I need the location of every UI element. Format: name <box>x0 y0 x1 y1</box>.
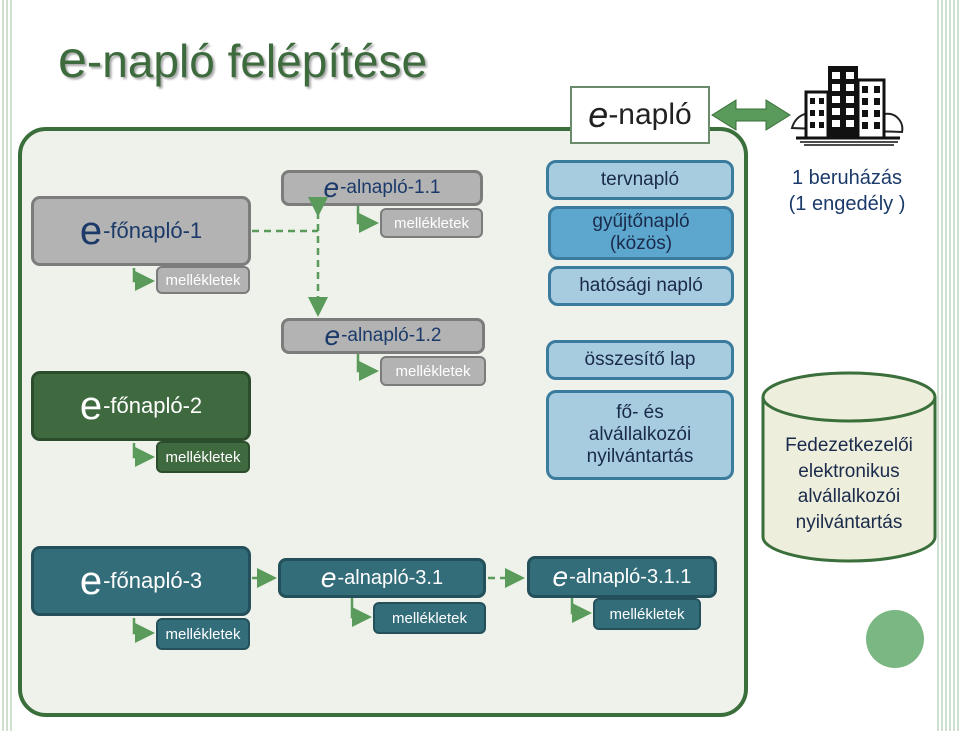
alnaplo-1-1-attachments: mellékletek <box>380 208 483 238</box>
fonaplo-1-attachments: mellékletek <box>156 266 250 294</box>
fonaplo-3-attachments: mellékletek <box>156 618 250 650</box>
double-arrow-header-to-building <box>711 99 791 131</box>
e-fonaplo-2-box: e-főnapló-2 <box>31 371 251 441</box>
decorative-stripes-right <box>935 0 959 731</box>
decorative-stripes-left <box>0 0 14 731</box>
e-alnaplo-3-1-box: e-alnapló-3.1 <box>278 558 486 598</box>
page-title: e-napló felépítése <box>58 31 428 89</box>
decorative-circle <box>866 610 924 668</box>
fonaplo-2-attachments: mellékletek <box>156 441 250 473</box>
beruhazas-label: 1 beruházás(1 engedély ) <box>788 167 906 215</box>
e-alnaplo-1-1-box: e-alnapló-1.1 <box>281 170 483 206</box>
alnaplo-3-1-attachments: mellékletek <box>373 602 486 634</box>
e-fonaplo-3-box: e-főnapló-3 <box>31 546 251 616</box>
gyujtonaplo-box: gyűjtőnapló(közös) <box>548 206 734 260</box>
alnaplo-1-2-attachments: mellékletek <box>380 356 486 386</box>
fedezetkezelo-database-cylinder <box>761 371 937 563</box>
e-alnaplo-1-2-box: e-alnapló-1.2 <box>281 318 485 354</box>
e-fonaplo-1-box: e-főnapló-1 <box>31 196 251 266</box>
osszesito-lap-box: összesítő lap <box>546 340 734 380</box>
building-icon <box>790 66 904 146</box>
hatosagi-naplo-box: hatósági napló <box>548 266 734 306</box>
e-naplo-header-box: e-napló <box>570 86 710 144</box>
tervnaplo-box: tervnapló <box>546 160 734 200</box>
alnaplo-3-1-1-attachments: mellékletek <box>593 598 701 630</box>
e-alnaplo-3-1-1-box: e-alnapló-3.1.1 <box>527 556 717 598</box>
